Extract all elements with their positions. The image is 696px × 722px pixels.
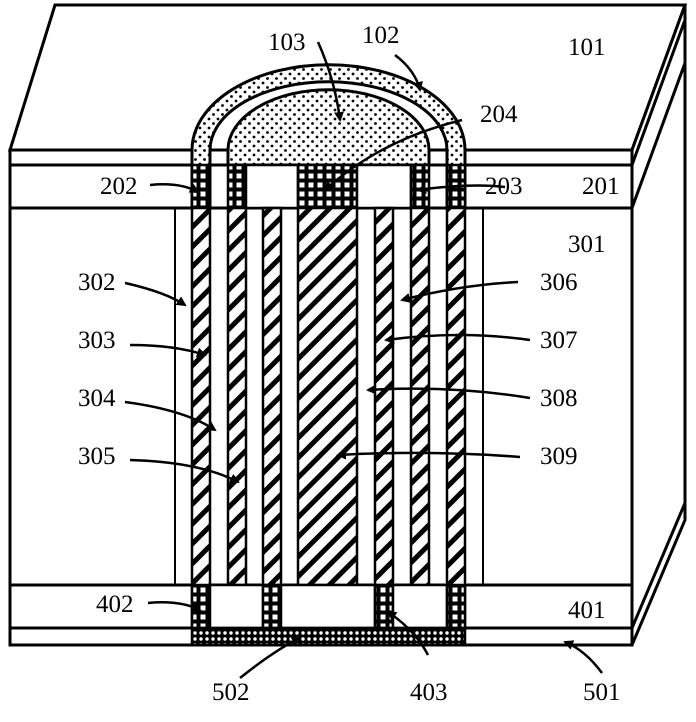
label-204: 204 xyxy=(480,101,518,128)
pillars-301 xyxy=(190,206,467,630)
layer-401-contacts xyxy=(190,583,467,647)
label-304: 304 xyxy=(78,385,116,412)
layer-201-contacts xyxy=(190,163,467,210)
label-307: 307 xyxy=(540,327,578,354)
dome-102 xyxy=(190,63,467,210)
label-501: 501 xyxy=(583,679,621,706)
label-502: 502 xyxy=(212,679,250,706)
dome-fill-103 xyxy=(226,88,431,167)
label-302: 302 xyxy=(78,269,116,296)
label-308: 308 xyxy=(540,385,578,412)
label-101: 101 xyxy=(568,34,606,61)
label-102: 102 xyxy=(362,22,400,49)
label-103: 103 xyxy=(268,29,306,56)
label-401: 401 xyxy=(568,597,606,624)
label-301: 301 xyxy=(568,231,606,258)
leader-arrows xyxy=(124,41,604,679)
label-303: 303 xyxy=(78,327,116,354)
bottom-bar-502 xyxy=(190,626,467,647)
label-202: 202 xyxy=(100,173,138,200)
label-306: 306 xyxy=(540,269,578,296)
label-403: 403 xyxy=(410,679,448,706)
label-203: 203 xyxy=(485,173,523,200)
reference-labels: 101 102 103 204 201 202 203 301 302 303 … xyxy=(78,22,621,706)
label-309: 309 xyxy=(540,443,578,470)
label-201: 201 xyxy=(582,173,620,200)
label-402: 402 xyxy=(96,591,134,618)
label-305: 305 xyxy=(78,443,116,470)
